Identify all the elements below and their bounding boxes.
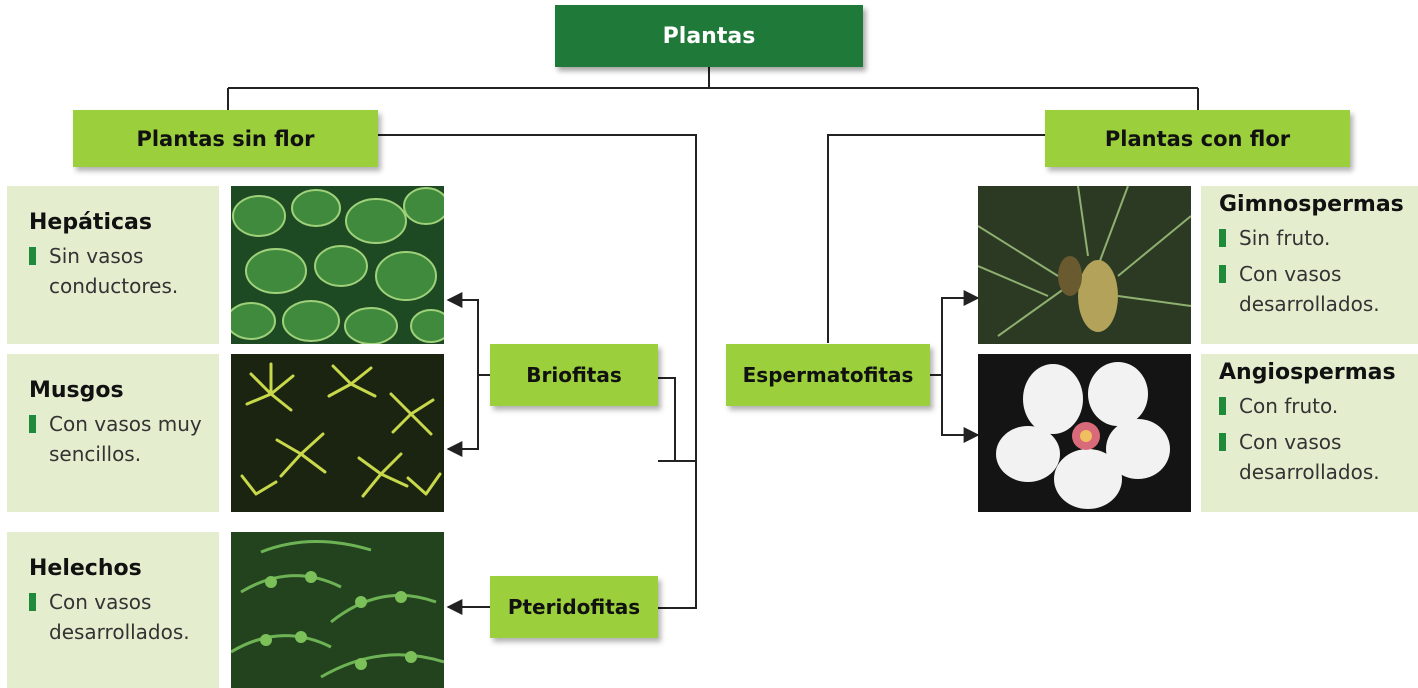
subgroup-pteridofitas: Pteridofitas <box>490 576 658 638</box>
fern-image <box>231 532 444 688</box>
flower-image <box>978 354 1191 512</box>
photo-gimnospermas <box>978 186 1191 344</box>
list-item: Sin fruto. <box>1219 223 1418 253</box>
photo-hepaticas <box>231 186 444 344</box>
card-hepaticas: Hepáticas Sin vasos conductores. <box>7 186 219 344</box>
card-gimnospermas: Gimnospermas Sin fruto. Con vasos desarr… <box>1201 186 1418 344</box>
category-plantas-con-flor: Plantas con flor <box>1045 110 1350 167</box>
subgroup-espermatofitas: Espermatofitas <box>726 344 930 406</box>
list-item: Con vasos desarrollados. <box>29 587 219 647</box>
list-item: Con vasos muy sencillos. <box>29 409 219 469</box>
card-title: Angiospermas <box>1219 360 1396 385</box>
list-item: Con vasos desarrollados. <box>1219 259 1418 319</box>
list-item: Sin vasos conductores. <box>29 241 219 301</box>
category-plantas-sin-flor: Plantas sin flor <box>73 110 378 167</box>
card-musgos: Musgos Con vasos muy sencillos. <box>7 354 219 512</box>
card-title: Gimnospermas <box>1219 192 1404 217</box>
pine-cone-image <box>978 186 1191 344</box>
root-node-plantas: Plantas <box>555 5 863 67</box>
moss-image <box>231 354 444 512</box>
photo-helechos <box>231 532 444 688</box>
card-angiospermas: Angiospermas Con fruto. Con vasos desarr… <box>1201 354 1418 512</box>
card-title: Hepáticas <box>29 210 152 235</box>
list-item: Con vasos desarrollados. <box>1219 427 1418 487</box>
card-helechos: Helechos Con vasos desarrollados. <box>7 532 219 688</box>
photo-musgos <box>231 354 444 512</box>
card-title: Helechos <box>29 556 142 581</box>
photo-angiospermas <box>978 354 1191 512</box>
liverwort-image <box>231 186 444 344</box>
subgroup-briofitas: Briofitas <box>490 344 658 406</box>
card-title: Musgos <box>29 378 124 403</box>
list-item: Con fruto. <box>1219 391 1418 421</box>
